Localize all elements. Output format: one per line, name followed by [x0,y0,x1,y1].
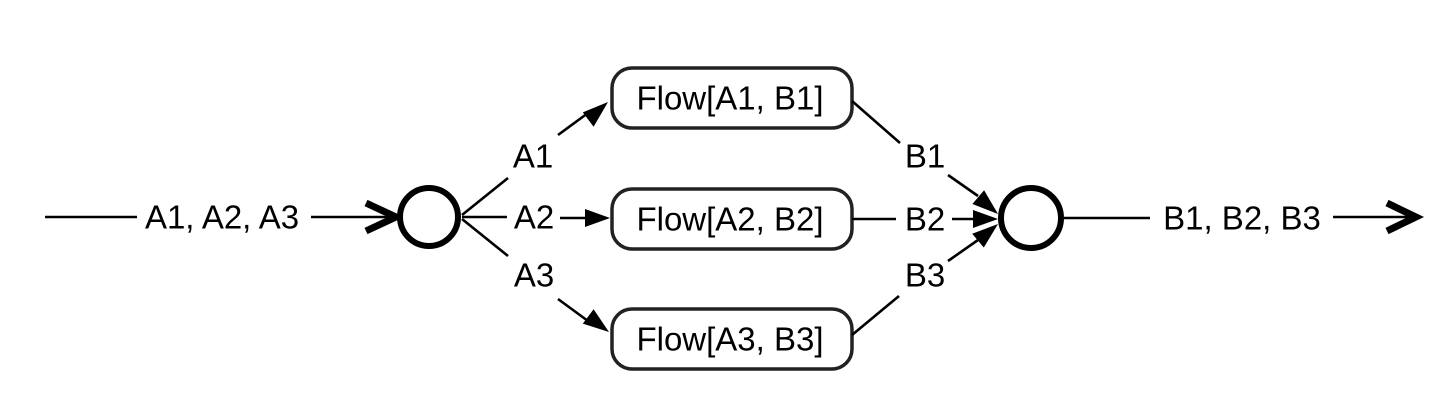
branch-b3-in-label: B3 [905,257,945,294]
branch-a3-out-label: A3 [514,257,554,294]
branch-a1-solid-arrowhead-icon [582,102,608,127]
branch-a3-b3: A3 Flow[A3, B3] B3 [461,217,998,371]
branch-a1-line-to-flow [557,111,589,137]
source-open-arrowhead-icon [364,199,405,235]
branch-a3-line-to-flow [557,297,589,323]
branch-b3-line-to-merge [947,238,979,263]
branch-a1-line-from-split [461,176,509,217]
branch-b2-in-label: B2 [905,201,945,238]
sink-open-arrowhead-icon [1385,199,1425,235]
sink-edge-label: B1, B2, B3 [1163,200,1321,237]
branch-b1-in-label: B1 [905,138,945,175]
branch-b3-line-from-flow [851,294,900,337]
source-edge-label: A1, A2, A3 [145,199,299,236]
branch-b3-solid-arrowhead-icon [972,224,998,248]
flow-node-a1-b1-label: Flow[A1, B1] [636,80,823,117]
sink-edge: B1, B2, B3 [1064,199,1425,237]
branch-a2-out-label: A2 [514,199,554,236]
flow-node-a2-b2-label: Flow[A2, B2] [636,201,823,238]
branch-a1-out-label: A1 [513,138,553,175]
source-edge: A1, A2, A3 [45,199,405,236]
branch-a3-line-from-split [461,217,509,258]
branch-b1-line-from-flow [851,100,901,144]
branch-a2-solid-arrowhead-icon [585,209,610,227]
branch-a1-b1: A1 Flow[A1, B1] B1 [461,66,998,217]
merge-junction-node [998,185,1064,251]
branch-a3-solid-arrowhead-icon [582,309,609,332]
flow-node-a1-b1 [610,66,854,130]
split-junction-node [397,185,461,249]
branch-a2-b2: A2 Flow[A2, B2] B2 [462,187,998,251]
branch-b1-solid-arrowhead-icon [972,190,998,214]
branch-b1-line-to-merge [947,173,979,198]
branch-b2-solid-arrowhead-icon [973,210,998,228]
flow-node-a3-b3 [610,307,854,371]
flow-node-a3-b3-label: Flow[A3, B3] [636,321,823,358]
